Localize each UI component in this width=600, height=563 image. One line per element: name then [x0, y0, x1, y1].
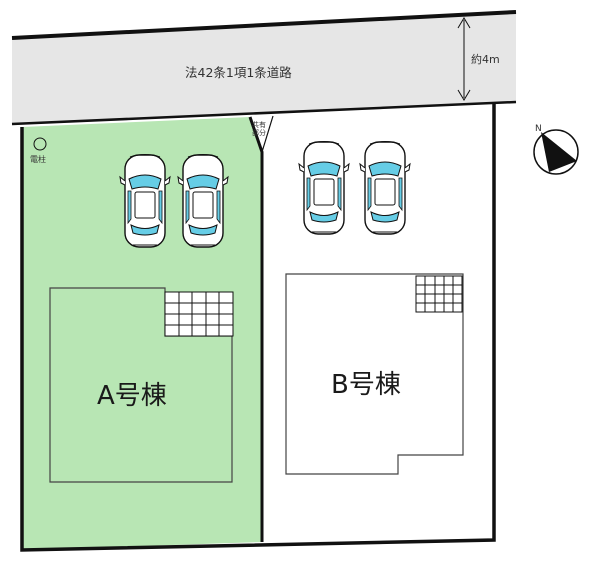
site-boundary [20, 102, 496, 552]
shared-area-label-2: 部分 [252, 128, 266, 137]
building-b-label: B号棟 [331, 370, 401, 400]
compass-north-label: N [535, 124, 542, 134]
road-edge-top [11, 10, 517, 40]
car-icon [298, 140, 350, 235]
shared-area-edge [261, 115, 274, 153]
road-label: 法42条1項1条道路 [185, 65, 292, 80]
car-icon [177, 153, 229, 248]
building-b-deck [415, 275, 463, 313]
car-icon [119, 153, 171, 248]
road-width-dimension: 約4m [457, 17, 500, 101]
building-b [285, 273, 464, 475]
utility-pole: 電柱 [30, 137, 47, 164]
car-icon [359, 140, 411, 235]
shared-area-label-1: 共有 [252, 120, 266, 129]
road-width-label: 約4m [471, 52, 500, 66]
road-edge-bottom [11, 100, 517, 126]
utility-pole-icon [33, 137, 47, 151]
road [12, 12, 516, 124]
utility-pole-label: 電柱 [30, 154, 46, 164]
building-a-deck [164, 291, 234, 337]
compass: N [533, 124, 579, 175]
building-a-label: A号棟 [97, 381, 167, 411]
